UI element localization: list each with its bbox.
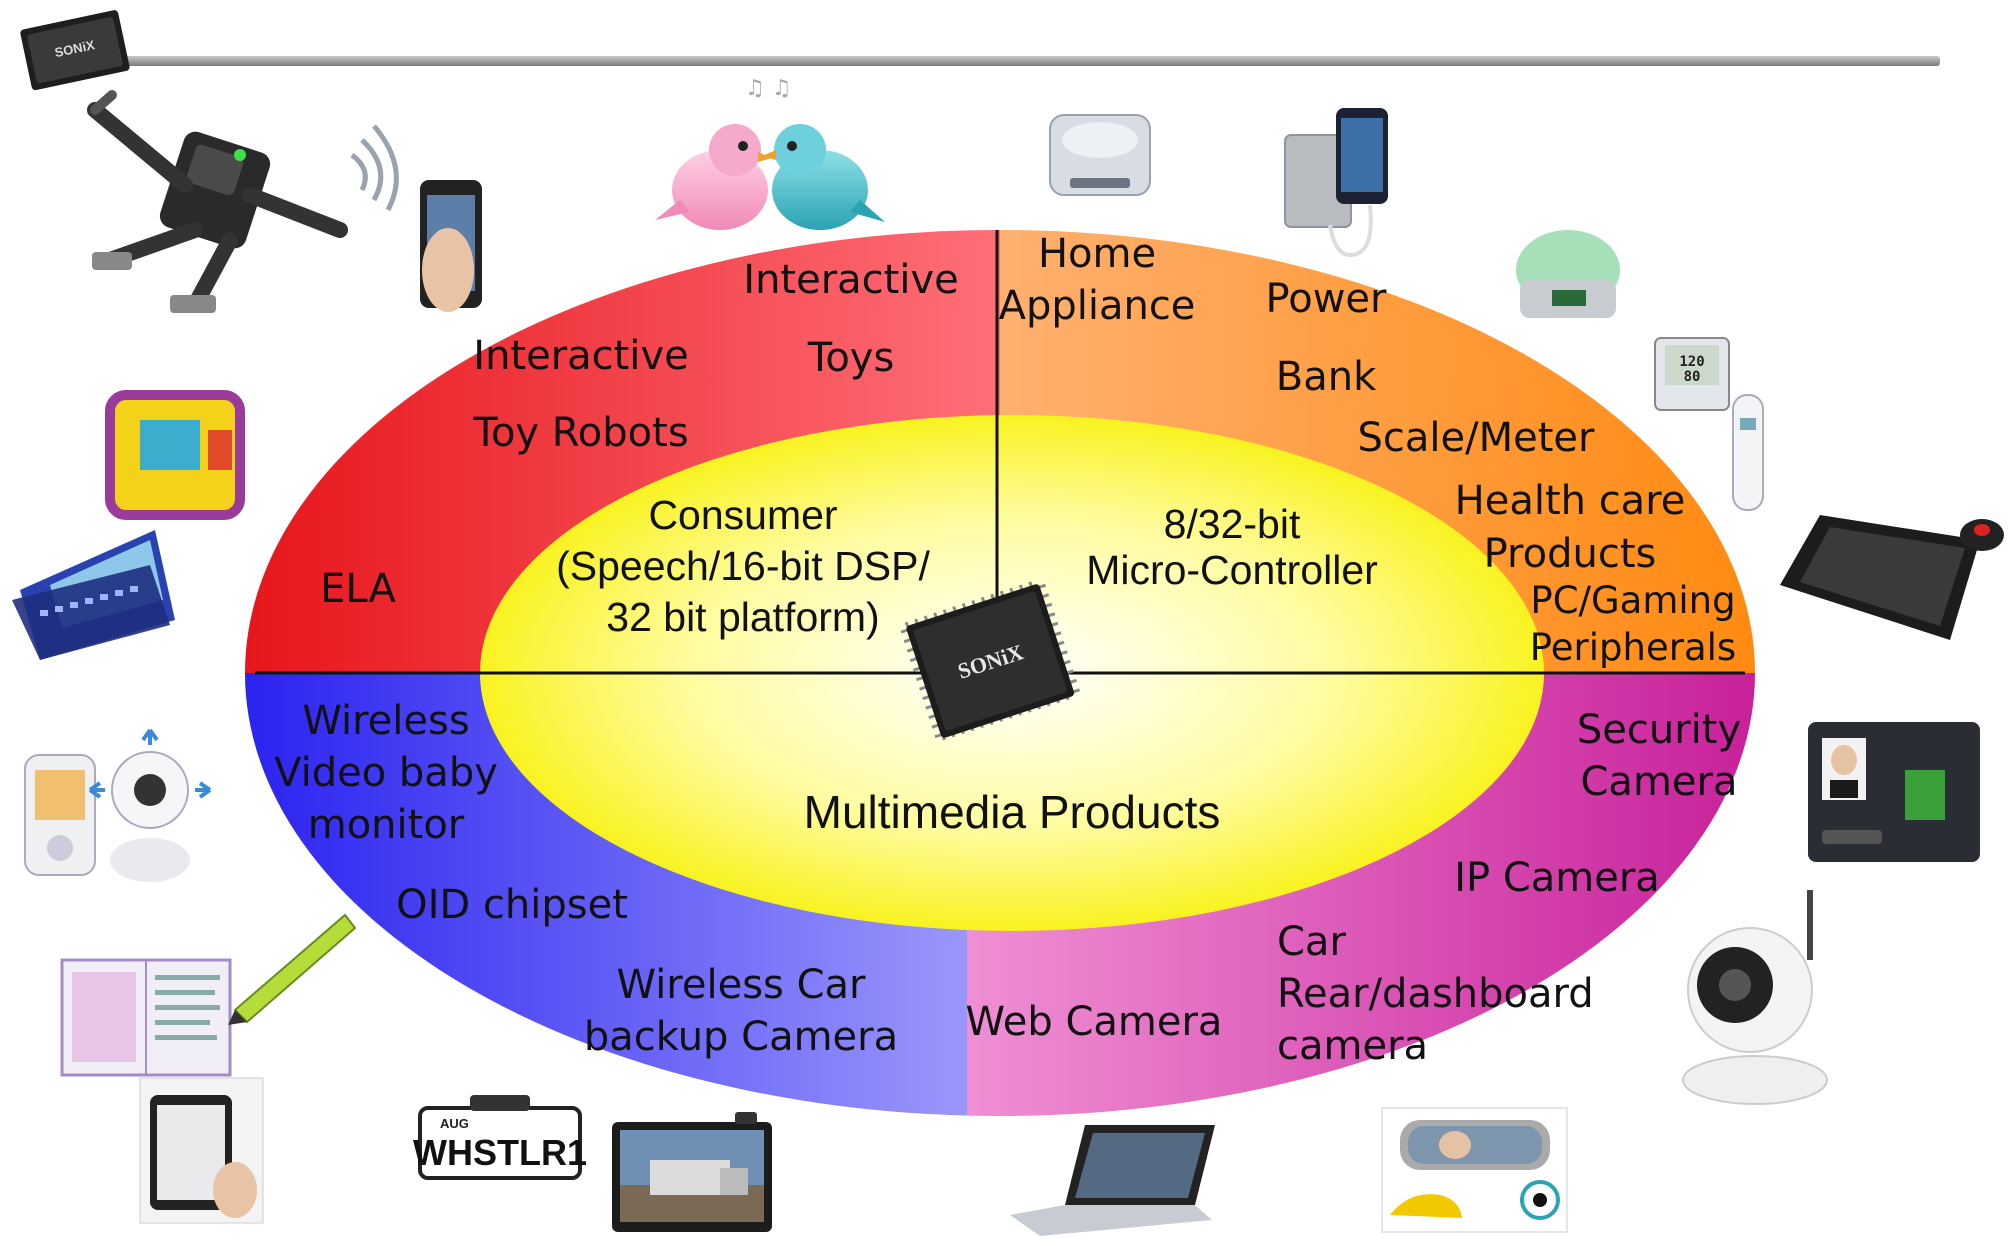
svg-text:120: 120 xyxy=(1679,354,1704,370)
ela-device-icon xyxy=(12,530,175,660)
label-home-appliance-1: Home xyxy=(1038,231,1156,277)
label-car-rear-2: Rear/dashboard xyxy=(1277,971,1594,1017)
thermometer-icon xyxy=(1732,394,1764,511)
label-pc-gaming-2: Peripherals xyxy=(1530,626,1736,669)
license-plate-camera-icon: AUG WHSTLR1 xyxy=(413,1095,587,1180)
label-interactive-toys-2: Toys xyxy=(807,335,895,381)
inner-consumer-1: Consumer xyxy=(648,492,837,538)
multimedia-labels: Wireless Video baby monitor OID chipset … xyxy=(274,698,1741,1069)
label-baby-monitor-2: Video baby xyxy=(274,750,498,796)
car-mirror-camera-icon xyxy=(1381,1107,1568,1233)
power-bank-icon xyxy=(1284,108,1388,258)
svg-text:80: 80 xyxy=(1684,369,1701,385)
teal-bird-toy-icon xyxy=(762,124,885,230)
label-multimedia-products: Multimedia Products xyxy=(804,786,1221,838)
label-health-care-1: Health care xyxy=(1455,478,1686,524)
tablet-icon xyxy=(139,1077,264,1224)
label-oid-chipset: OID chipset xyxy=(396,882,628,928)
backup-monitor-icon xyxy=(612,1112,772,1232)
laptop-icon xyxy=(1010,1125,1215,1236)
wireless-signal-icon xyxy=(350,124,399,212)
smartphone-icon xyxy=(420,180,482,312)
security-terminal-icon xyxy=(1808,722,1980,862)
blood-pressure-meter-icon: 120 80 xyxy=(1654,337,1730,411)
central-chip-icon: SONiX xyxy=(900,581,1081,741)
consumer-labels: Interactive Toys Interactive Toy Robots … xyxy=(320,257,959,640)
music-note-icon: ♫ ♫ xyxy=(745,76,791,101)
label-home-appliance-2: Appliance xyxy=(999,283,1196,329)
label-car-rear-3: camera xyxy=(1277,1023,1428,1069)
pink-bird-toy-icon xyxy=(655,124,772,230)
label-toy-robots-2: Toy Robots xyxy=(472,410,688,456)
baby-monitor-icon xyxy=(24,754,96,876)
label-power-bank-2: Bank xyxy=(1276,354,1377,400)
label-web-camera: Web Camera xyxy=(966,999,1223,1045)
label-health-care-2: Products xyxy=(1484,531,1657,577)
label-baby-monitor-1: Wireless xyxy=(302,698,469,744)
keyboard-icon xyxy=(1780,515,1980,640)
label-car-rear-1: Car xyxy=(1277,919,1346,965)
label-scale-meter: Scale/Meter xyxy=(1358,415,1596,461)
plate-month-text: AUG xyxy=(440,1116,469,1131)
oid-pen-icon xyxy=(228,913,357,1025)
label-pc-gaming-1: PC/Gaming xyxy=(1530,579,1735,622)
label-car-backup-1: Wireless Car xyxy=(617,962,867,1008)
inner-mcu-1: 8/32-bit xyxy=(1164,501,1301,547)
robot-icon xyxy=(87,90,348,313)
label-interactive-toys-1: Interactive xyxy=(743,257,958,303)
header: SONiX xyxy=(20,10,1940,91)
header-logo-chip: SONiX xyxy=(20,10,130,91)
label-baby-monitor-3: monitor xyxy=(308,802,465,848)
mouse-icon xyxy=(1960,519,2004,551)
label-power-bank-1: Power xyxy=(1266,276,1387,322)
header-rule xyxy=(100,56,1940,66)
kitchen-scale-icon xyxy=(1516,230,1620,318)
label-toy-robots-1: Interactive xyxy=(473,333,688,379)
inner-consumer-3: 32 bit platform) xyxy=(606,594,879,640)
mcu-labels: Home Appliance Power Bank Scale/Meter He… xyxy=(999,231,1737,669)
cube-toy-icon xyxy=(105,390,245,520)
label-ip-camera: IP Camera xyxy=(1454,855,1660,901)
label-security-camera-2: Camera xyxy=(1581,759,1738,805)
inner-mcu-2: Micro-Controller xyxy=(1086,547,1378,593)
label-ela: ELA xyxy=(320,566,396,612)
home-appliance-icon xyxy=(1049,114,1151,196)
inner-consumer-2: (Speech/16-bit DSP/ xyxy=(556,543,930,589)
oid-book-icon xyxy=(60,958,232,1077)
label-car-backup-2: backup Camera xyxy=(584,1014,898,1060)
ip-camera-icon xyxy=(1682,890,1828,1105)
label-security-camera-1: Security xyxy=(1577,707,1741,753)
plate-number-text: WHSTLR1 xyxy=(413,1132,587,1173)
baby-camera-icon xyxy=(88,728,212,882)
